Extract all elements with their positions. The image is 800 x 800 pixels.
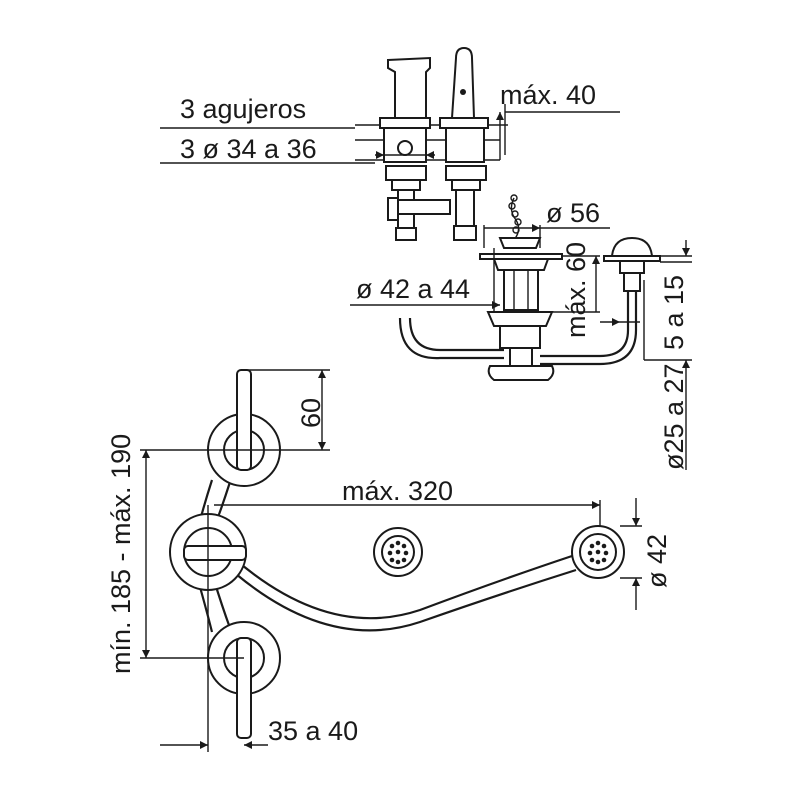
diam-56-label: ø 56: [546, 198, 600, 228]
holes-diameter-label: 3 ø 34 a 36: [180, 134, 317, 164]
diam-42-44-label: ø 42 a 44: [356, 274, 470, 304]
max-60-top-label: máx. 60: [561, 242, 591, 338]
pop-up-knob-plan: [571, 525, 625, 579]
pop-up-knob: [603, 236, 661, 292]
spout-side: [439, 46, 489, 241]
plan-view: [140, 369, 642, 752]
range-35-40-label: 35 a 40: [268, 716, 358, 746]
min-max-185-190-label: mín. 185 - máx. 190: [106, 434, 136, 674]
max-320-label: máx. 320: [342, 476, 453, 506]
lever-handle-side: [379, 56, 451, 241]
max-40-label: máx. 40: [500, 80, 596, 110]
pop-up-waste: [479, 194, 563, 381]
diam-42-label: ø 42: [642, 534, 672, 588]
valve-top-plan: [207, 369, 281, 487]
holes-title-label: 3 agujeros: [180, 94, 306, 124]
range-5-15-label: 5 a 15: [659, 275, 689, 350]
drain-grate-plan: [373, 527, 423, 577]
dim-60-label: 60: [296, 398, 326, 428]
side-elevation: [160, 46, 692, 470]
diam-25-27-label: ø25 a 27: [659, 363, 689, 470]
